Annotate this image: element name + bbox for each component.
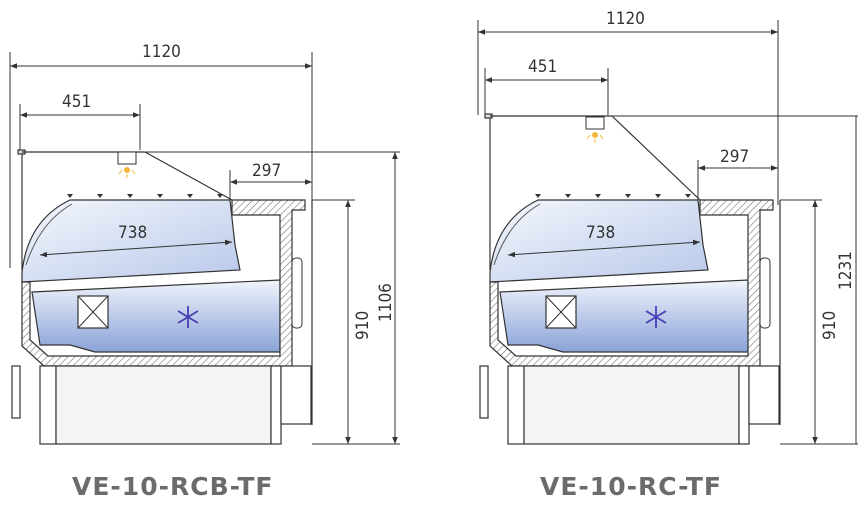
- right-cold-well: [499, 279, 749, 353]
- right-glass-dots: [535, 194, 691, 198]
- right-model-label: VE-10-RC-TF: [540, 472, 722, 501]
- snowflake-icon: [177, 306, 199, 328]
- right-dim-height: [612, 115, 858, 444]
- light-icon: [585, 116, 605, 143]
- light-icon: [117, 151, 137, 178]
- right-dim-1231: 1231: [836, 251, 856, 290]
- left-dim-counter: [312, 199, 400, 445]
- snowflake-icon: [645, 306, 667, 328]
- right-dim-1120: 1120: [606, 9, 645, 29]
- right-dim-top-depth: [484, 68, 609, 115]
- left-base: [11, 200, 313, 445]
- left-dim-738: 738: [118, 223, 147, 243]
- left-drawing: 1120 451 297: [9, 42, 400, 445]
- right-dim-rear-shelf: [697, 160, 778, 200]
- right-dim-297: 297: [720, 147, 749, 167]
- left-model-label: VE-10-RCB-TF: [72, 472, 274, 501]
- right-base: [479, 200, 781, 445]
- left-dim-1106: 1106: [376, 283, 396, 322]
- right-drawing: 1120 451 297: [477, 9, 858, 445]
- right-dim-738: 738: [586, 223, 615, 243]
- right-canopy: [484, 113, 701, 270]
- right-dim-910: 910: [820, 311, 840, 340]
- left-dim-297: 297: [252, 161, 281, 181]
- right-dim-inner: [507, 239, 701, 258]
- left-dim-total-depth: [9, 52, 313, 268]
- right-dim-total-depth: [477, 20, 779, 205]
- left-dim-rear-shelf: [229, 170, 312, 200]
- left-cold-well: [31, 279, 281, 353]
- left-dim-910: 910: [353, 311, 373, 340]
- left-dim-top-depth: [19, 104, 141, 150]
- left-dim-1120: 1120: [142, 42, 181, 62]
- right-dim-counter: [780, 199, 858, 445]
- left-glass-dots: [67, 194, 223, 198]
- right-dim-451: 451: [528, 57, 557, 77]
- left-dim-inner: [39, 239, 233, 258]
- left-dim-height: [145, 151, 400, 444]
- left-dim-451: 451: [62, 92, 91, 112]
